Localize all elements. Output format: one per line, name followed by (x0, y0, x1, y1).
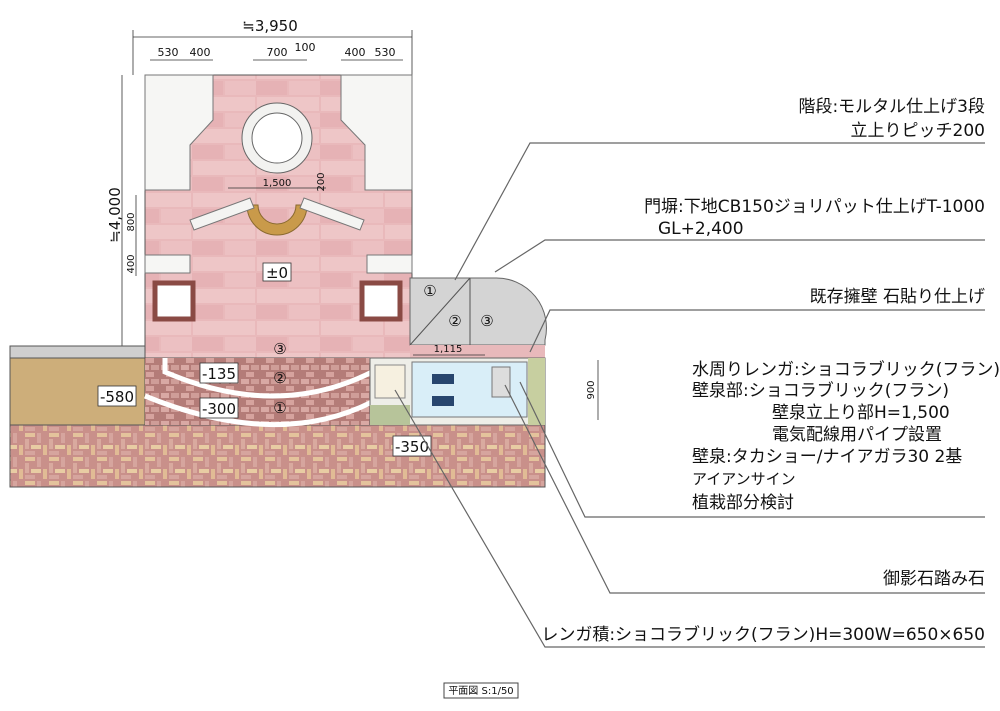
pond-height-label: 900 (586, 380, 597, 399)
overall-width-label: ≒3,950 (242, 17, 298, 35)
brick-paving (9, 424, 546, 488)
top-dimensions: ≒3,950 530 400 700 100 400 530 (132, 17, 413, 75)
note-water-4: 電気配線用パイプ設置 (772, 425, 942, 445)
dim-400-right: 400 (345, 46, 366, 59)
leader-lines (394, 142, 985, 648)
step-number-2: ② (273, 369, 286, 387)
note-stairs-2: 立上りピッチ200 (851, 121, 985, 141)
fountain-basin (241, 102, 313, 174)
note-brick-paving: レンガ積:ショコラブリック(フラン)H=300W=650×650 (541, 624, 985, 645)
stairs: -135 -300 ② ① (144, 358, 374, 427)
dim-100: 100 (295, 41, 316, 54)
level-paving: -350 (395, 438, 429, 456)
step-number-3: ③ (273, 340, 286, 358)
level-step1: -300 (202, 400, 236, 418)
arch-depth-label: 200 (316, 172, 327, 191)
note-gate-wall-1: 門塀:下地CB150ジョリパット仕上げT-1000 (644, 197, 985, 217)
level-left: -580 (100, 388, 134, 406)
pond-width-label: 1,115 (434, 344, 463, 355)
dim-800: 800 (126, 212, 137, 231)
overall-depth-label: ≒4,000 (106, 187, 124, 243)
step-number-1: ① (273, 399, 286, 417)
side-step-2: ② (448, 312, 461, 330)
level-gate: ±0 (266, 264, 288, 282)
dim-700: 700 (267, 46, 288, 59)
note-stairs-1: 階段:モルタル仕上げ3段 (798, 97, 985, 117)
note-stepping-stone: 御影石踏み石 (883, 569, 985, 589)
side-steps: ① ② ③ (409, 277, 547, 358)
gate-area: 1,500 200 ±0 ③ (144, 74, 413, 359)
drawing-caption: 平面図 S:1/50 (443, 682, 519, 699)
caption-text: 平面図 S:1/50 (448, 685, 513, 697)
level-step2: -135 (202, 365, 236, 383)
side-step-1: ① (423, 282, 436, 300)
note-water-3: 壁泉立上り部H=1,500 (772, 403, 950, 423)
existing-area-left: -580 (9, 345, 146, 426)
dim-400-side: 400 (126, 254, 137, 273)
dim-530-right: 530 (375, 46, 396, 59)
dim-530-left: 530 (158, 46, 179, 59)
note-water-7: 植栽部分検討 (692, 493, 794, 513)
side-dimensions: ≒4,000 800 400 (106, 75, 137, 358)
annotations: 階段:モルタル仕上げ3段 立上りピッチ200 門塀:下地CB150ジョリパット仕… (541, 97, 1000, 645)
note-water-2: 壁泉部:ショコラブリック(フラン) (692, 380, 949, 401)
note-gate-wall-2: GL+2,400 (658, 219, 744, 239)
note-water-6: アイアンサイン (692, 470, 796, 488)
dim-400-left: 400 (190, 46, 211, 59)
arch-width-label: 1,500 (263, 178, 292, 189)
note-retaining-wall: 既存擁壁 石貼り仕上げ (810, 287, 985, 307)
note-water-1: 水周りレンガ:ショコラブリック(フラン) (692, 359, 1000, 380)
note-water-5: 壁泉:タカショー/ナイアガラ30 2基 (692, 447, 962, 467)
side-step-3: ③ (480, 312, 493, 330)
